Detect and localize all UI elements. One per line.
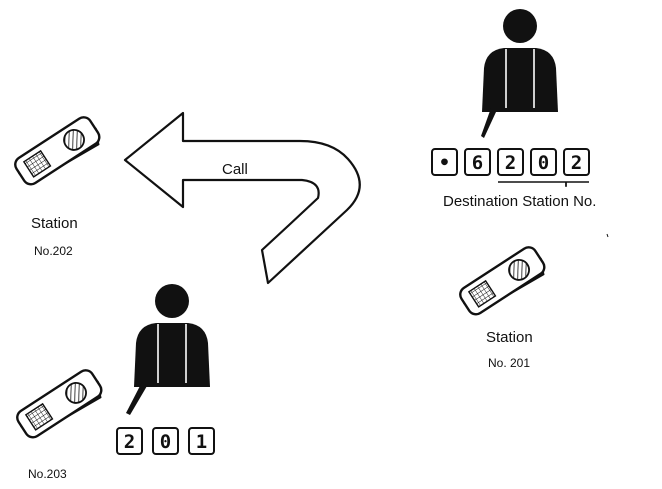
caller-dialing-finger	[481, 108, 496, 138]
caller-person-icon	[481, 8, 559, 113]
callee-key-2-label: 0	[160, 431, 171, 453]
caller-key-1-label: •	[439, 152, 450, 174]
caller-key-5	[563, 148, 590, 176]
stray-mark	[606, 233, 609, 238]
callee-dial-keys: 2 0 1	[116, 427, 215, 455]
station-201-phone-icon	[456, 243, 550, 321]
caller-dial-keys: • 6 2 0 2	[431, 148, 590, 176]
callee-key-2	[152, 427, 179, 455]
callee-key-1	[116, 427, 143, 455]
station-202-phone-icon	[11, 113, 105, 191]
caller-key-3	[497, 148, 524, 176]
station-202-number: No.202	[34, 244, 73, 258]
caller-key-3-label: 2	[505, 152, 516, 174]
caller-key-2	[464, 148, 491, 176]
station-203-phone-icon	[13, 366, 107, 444]
callee-person-icon	[133, 283, 211, 388]
caller-key-1	[431, 148, 458, 176]
callee-key-3-label: 1	[196, 431, 207, 453]
destination-caption: Destination Station No.	[443, 193, 596, 210]
callee-dialing-finger	[126, 382, 147, 415]
caller-key-5-label: 2	[571, 152, 582, 174]
callee-key-1-label: 2	[124, 431, 135, 453]
station-201-number: No. 201	[488, 356, 530, 370]
caller-key-4	[530, 148, 557, 176]
destination-bracket	[498, 181, 589, 186]
caller-key-2-label: 6	[472, 152, 483, 174]
call-arrow	[123, 111, 361, 285]
station-202-title: Station	[31, 215, 78, 232]
callee-key-3	[188, 427, 215, 455]
caller-key-4-label: 0	[538, 152, 549, 174]
station-203-number: No.203	[28, 467, 67, 481]
call-label: Call	[222, 161, 248, 178]
station-201-title: Station	[486, 329, 533, 346]
